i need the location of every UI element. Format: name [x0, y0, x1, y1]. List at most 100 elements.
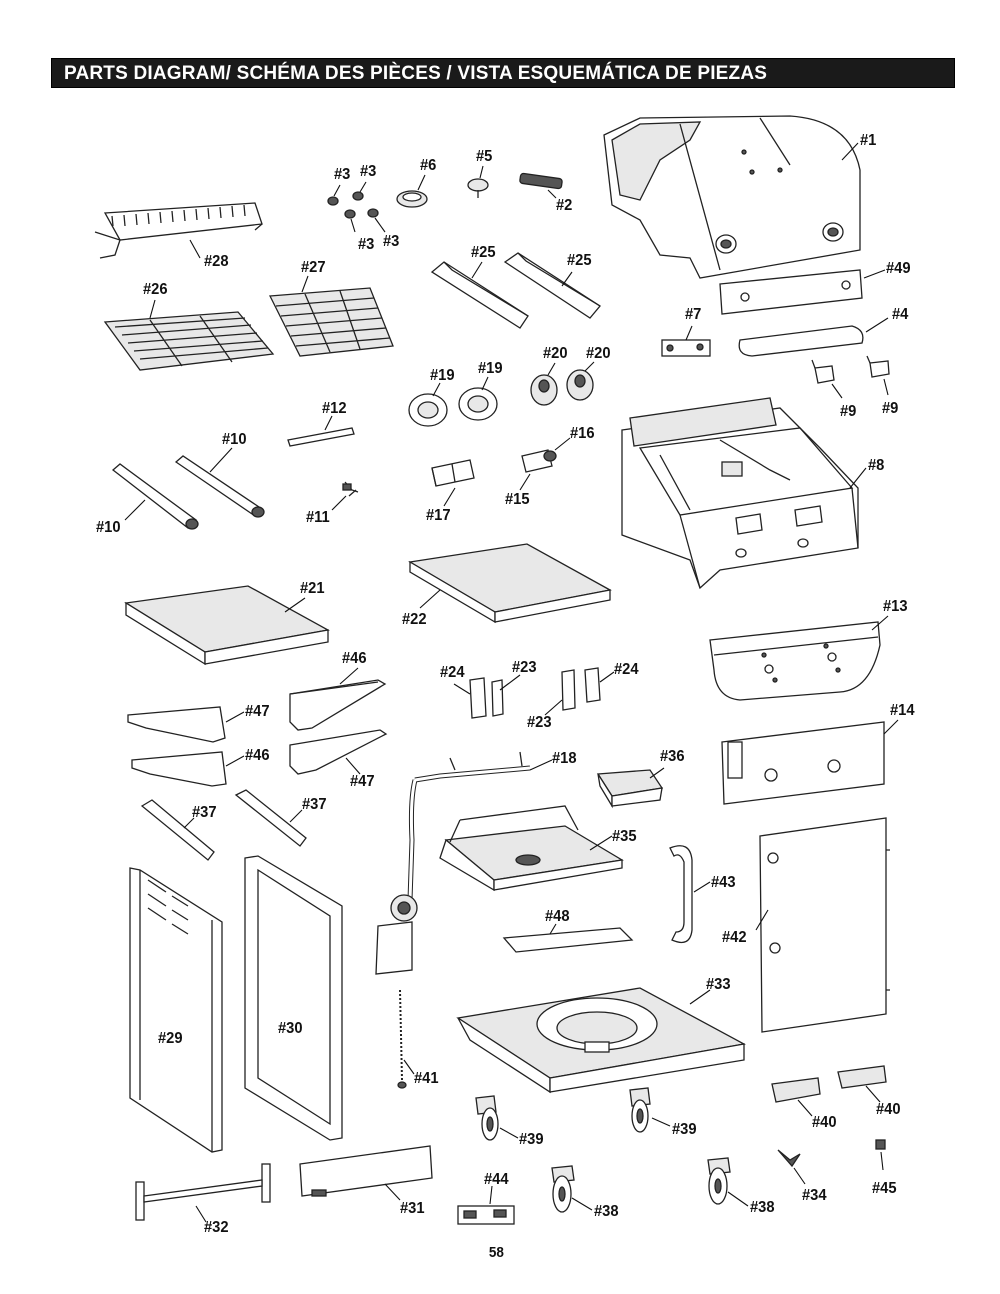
part-shelf-bracket-47a	[127, 706, 226, 743]
leader-39b	[651, 1117, 671, 1127]
part-lid-handle	[738, 325, 864, 357]
leader-24a	[453, 683, 471, 695]
leader-2	[547, 189, 557, 199]
part-warming-rack	[94, 202, 263, 259]
leader-23b	[544, 699, 563, 716]
callout-35: #35	[612, 828, 637, 845]
leader-3c	[350, 218, 356, 233]
callout-29: #29	[158, 1030, 183, 1047]
callout-11: #11	[306, 509, 330, 526]
callout-8: #8	[868, 457, 885, 474]
leader-20a	[547, 362, 556, 376]
callout-7: #7	[685, 306, 702, 323]
callout-19a: #19	[430, 367, 455, 384]
leader-49	[863, 269, 886, 279]
callout-19b: #19	[478, 360, 503, 377]
part-control-panel	[709, 621, 881, 701]
callout-31: #31	[400, 1200, 425, 1217]
leader-35	[589, 835, 613, 851]
leader-46b	[225, 755, 245, 767]
part-heat-tent-a	[430, 261, 529, 329]
callout-44: #44	[484, 1171, 509, 1188]
leader-47b	[345, 757, 361, 775]
callout-22: #22	[402, 611, 427, 628]
callout-26: #26	[143, 281, 168, 298]
part-match-chain	[397, 989, 407, 1089]
leader-42	[755, 909, 769, 931]
callout-14: #14	[890, 702, 915, 719]
part-wing-nut	[777, 1149, 801, 1168]
callout-24a: #24	[440, 664, 465, 681]
callout-1: #1	[860, 132, 877, 149]
part-shelf-bracket-46b	[131, 751, 227, 787]
callout-38a: #38	[594, 1203, 619, 1220]
leader-17	[443, 487, 456, 507]
leader-15	[519, 473, 531, 491]
callout-45: #45	[872, 1180, 897, 1197]
part-rubber-feet	[327, 191, 379, 219]
callout-3c: #3	[358, 236, 375, 253]
callout-37b: #37	[302, 796, 327, 813]
callout-46a: #46	[342, 650, 367, 667]
part-side-shelf-right	[408, 543, 612, 624]
callout-42: #42	[722, 929, 747, 946]
callout-13: #13	[883, 598, 908, 615]
callout-20a: #20	[543, 345, 568, 362]
callout-9b: #9	[882, 400, 899, 417]
part-lid	[603, 115, 861, 279]
callout-48: #48	[545, 908, 570, 925]
part-lid-front-trim	[719, 269, 863, 315]
callout-3b: #3	[360, 163, 377, 180]
leader-8	[849, 467, 867, 489]
leader-4	[865, 317, 889, 333]
callout-23a: #23	[512, 659, 537, 676]
part-igniter-knob	[467, 178, 489, 198]
leader-45	[880, 1151, 884, 1171]
leader-24b	[599, 671, 615, 683]
leader-3b	[359, 181, 367, 193]
part-side-shelf-left	[124, 585, 330, 666]
callout-2: #2	[556, 197, 573, 214]
leader-1	[841, 142, 859, 161]
callout-4: #4	[892, 306, 909, 323]
callout-43: #43	[711, 874, 736, 891]
leader-48	[549, 923, 557, 935]
leader-10b	[124, 499, 146, 521]
leader-21	[284, 597, 306, 613]
callout-6: #6	[420, 157, 437, 174]
callout-10a: #10	[222, 431, 247, 448]
callout-5: #5	[476, 148, 493, 165]
part-manifold-regulator	[375, 751, 531, 975]
part-door-handle	[669, 845, 693, 944]
callout-33: #33	[706, 976, 731, 993]
part-control-bracket	[661, 339, 711, 357]
part-firebox	[621, 397, 859, 590]
leader-43	[693, 881, 711, 893]
part-side-burner-valve	[521, 449, 557, 473]
leader-28	[189, 239, 201, 259]
callout-21: #21	[300, 580, 325, 597]
leader-26	[149, 299, 156, 319]
part-cart-side-panel	[129, 867, 223, 1153]
leader-3d	[374, 217, 386, 233]
leader-19b	[481, 376, 489, 391]
callout-47a: #47	[245, 703, 270, 720]
callout-41: #41	[414, 1070, 439, 1087]
part-burner-tube-b	[174, 455, 265, 518]
leader-38b	[727, 1191, 749, 1207]
part-shelf-bracket-46a	[289, 679, 387, 731]
part-thermometer	[396, 190, 428, 208]
leader-10a	[209, 447, 233, 473]
callout-37a: #37	[192, 804, 217, 821]
leader-25a	[471, 261, 483, 279]
leader-5	[479, 165, 484, 179]
leader-41	[403, 1059, 415, 1075]
part-cart-rail-left	[140, 799, 215, 861]
callout-39a: #39	[519, 1131, 544, 1148]
part-cart-base	[456, 987, 746, 1094]
part-door-magnets	[771, 1065, 887, 1103]
leader-39a	[499, 1127, 519, 1139]
callout-47b: #47	[350, 773, 375, 790]
part-burner-tube-a	[111, 463, 199, 530]
